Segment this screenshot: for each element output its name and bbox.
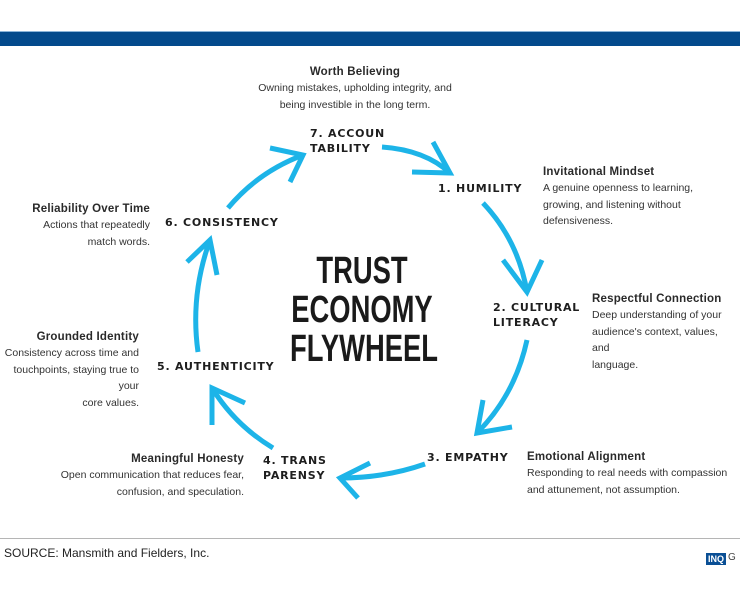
arrow-3-to-4 <box>335 460 426 500</box>
header-bar <box>0 31 740 46</box>
desc-line: defensiveness. <box>543 215 614 227</box>
desc-line: core values. <box>82 396 139 409</box>
step-label-empathy: 3. EMPATHY <box>427 450 509 465</box>
label-text: 2. CULTURAL <box>493 301 581 314</box>
desc-line: growing, and listening without <box>543 198 681 211</box>
desc-authenticity: Grounded Identity Consistency across tim… <box>4 329 139 411</box>
source-credit: SOURCE: Mansmith and Fielders, Inc. <box>4 546 210 560</box>
step-label-accountability: 7. ACCOUN TABILITY <box>310 126 385 156</box>
label-text: 5. AUTHENTICITY <box>157 360 275 373</box>
desc-empathy: Emotional Alignment Responding to real n… <box>527 449 732 498</box>
step-label-authenticity: 5. AUTHENTICITY <box>157 359 274 374</box>
desc-heading: Invitational Mindset <box>543 166 655 178</box>
arrow-5-to-6 <box>185 235 220 353</box>
desc-cultural-literacy: Respectful Connection Deep understanding… <box>592 291 734 373</box>
step-label-humility: 1. HUMILITY <box>438 181 522 196</box>
desc-line: Open communication that reduces fear, <box>60 469 244 481</box>
footer-divider <box>0 538 740 539</box>
step-label-consistency: 6. CONSISTENCY <box>165 215 279 230</box>
desc-line: Actions that repeatedly <box>43 219 150 231</box>
desc-line: touchpoints, staying true to your <box>13 363 140 393</box>
desc-consistency: Reliability Over Time Actions that repea… <box>4 201 150 250</box>
arrow-1-to-2 <box>481 201 545 297</box>
publisher-logo-suffix: G <box>728 552 736 563</box>
desc-line: audience's context, values, and <box>592 325 718 355</box>
label-text: TABILITY <box>310 142 371 155</box>
desc-line: language. <box>592 358 639 371</box>
desc-line: A genuine openness to learning, <box>543 182 694 194</box>
label-text: LITERACY <box>493 316 559 329</box>
desc-heading: Respectful Connection <box>592 293 722 305</box>
title-line: FLYWHEEL <box>290 328 438 370</box>
desc-line: confusion, and speculation. <box>116 485 244 498</box>
desc-line: Owning mistakes, upholding integrity, an… <box>258 82 452 94</box>
desc-line: Responding to real needs with compassion <box>527 467 728 479</box>
desc-line: match words. <box>87 235 150 248</box>
title-line: TRUST <box>316 250 408 292</box>
step-label-transparency: 4. TRANS PARENSY <box>263 453 327 483</box>
title-line: ECONOMY <box>291 289 433 331</box>
desc-heading: Reliability Over Time <box>32 203 150 215</box>
arrow-7-to-1 <box>381 140 455 176</box>
center-title: TRUST ECONOMY FLYWHEEL <box>290 250 438 370</box>
desc-accountability: Worth Believing Owning mistakes, upholdi… <box>205 64 505 113</box>
step-label-cultural-literacy: 2. CULTURAL LITERACY <box>493 300 580 330</box>
desc-line: Deep understanding of your <box>592 309 722 321</box>
arrow-2-to-3 <box>473 339 530 437</box>
desc-line: being investible in the long term. <box>279 98 431 111</box>
arrow-4-to-5 <box>209 384 275 451</box>
label-text: 1. HUMILITY <box>438 182 523 195</box>
label-text: PARENSY <box>263 469 326 482</box>
desc-line: Consistency across time and <box>4 347 139 359</box>
desc-heading: Worth Believing <box>309 66 401 78</box>
label-text: 6. CONSISTENCY <box>165 216 279 229</box>
desc-heading: Emotional Alignment <box>527 451 646 463</box>
label-text: 4. TRANS <box>263 454 327 467</box>
desc-heading: Meaningful Honesty <box>131 453 244 465</box>
label-text: 3. EMPATHY <box>427 451 509 464</box>
desc-transparency: Meaningful Honesty Open communication th… <box>40 451 244 500</box>
publisher-logo: INQ <box>706 553 727 565</box>
desc-humility: Invitational Mindset A genuine openness … <box>543 164 728 230</box>
arrow-6-to-7 <box>226 145 307 210</box>
desc-line: and attunement, not assumption. <box>527 483 680 496</box>
desc-heading: Grounded Identity <box>36 331 139 343</box>
label-text: 7. ACCOUN <box>310 127 386 140</box>
